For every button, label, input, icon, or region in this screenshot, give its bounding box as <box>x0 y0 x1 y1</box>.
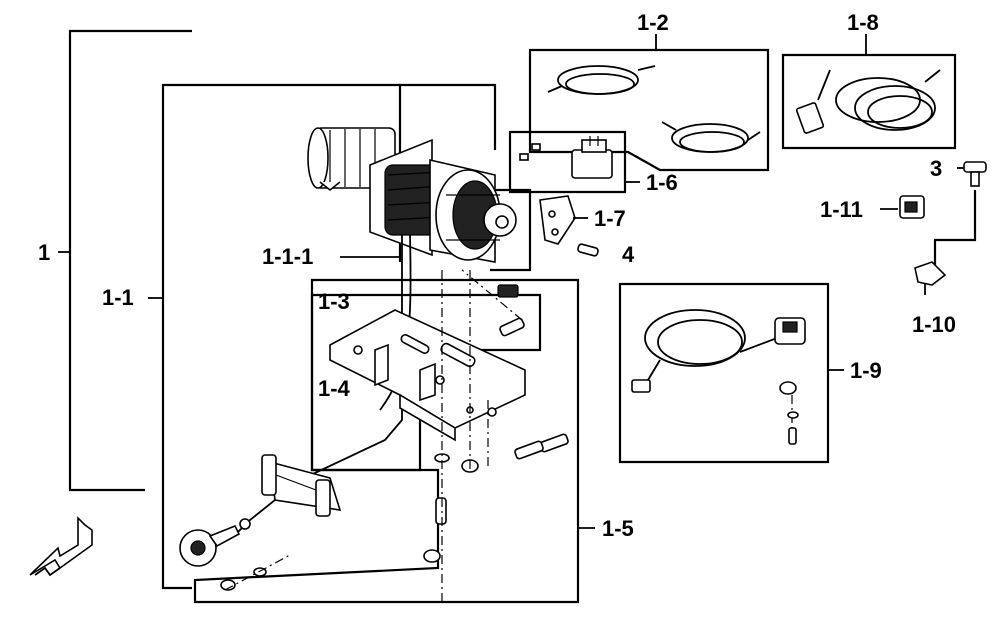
label-1-7: 1-7 <box>594 206 626 231</box>
cable-set-1-2 <box>547 65 761 153</box>
winch-hook <box>179 518 251 567</box>
part-labels: 1 1-1 1-1-1 1-2 1-3 1-4 1-5 1-6 1-7 1-8 … <box>38 10 956 541</box>
label-1-2: 1-2 <box>637 10 669 35</box>
label-1-4: 1-4 <box>318 376 351 401</box>
label-1-3: 1-3 <box>318 289 350 314</box>
label-1-6: 1-6 <box>646 170 678 195</box>
screw-3 <box>963 161 987 187</box>
label-3: 3 <box>930 156 942 181</box>
frame-1-6 <box>508 130 640 194</box>
roller-fairlead <box>261 454 342 517</box>
bracket-1-7 <box>539 195 588 245</box>
frame-1-9 <box>618 282 844 464</box>
harness-1-8 <box>795 69 941 134</box>
winch-gear-housing <box>435 169 517 261</box>
label-1-8: 1-8 <box>847 10 879 35</box>
switch-harness-1-9 <box>631 309 806 445</box>
label-1-1-1: 1-1-1 <box>262 244 313 269</box>
frame-1-2 <box>528 34 770 172</box>
assembly-1-bracket <box>58 29 192 492</box>
frame-1-10-1-11 <box>880 167 977 295</box>
front-direction-arrow-icon <box>29 516 93 577</box>
label-1-9: 1-9 <box>850 358 882 383</box>
label-1: 1 <box>38 240 50 265</box>
label-4: 4 <box>622 242 635 267</box>
relay-1-6 <box>571 136 613 179</box>
label-1-5: 1-5 <box>602 516 634 541</box>
connector-1-11 <box>899 195 925 219</box>
frame-1-8 <box>781 34 957 150</box>
label-1-1: 1-1 <box>102 285 134 310</box>
bracket-1-10 <box>914 261 947 286</box>
plate-bracket-1-4 <box>374 343 436 402</box>
label-1-10: 1-10 <box>912 312 956 337</box>
label-1-11: 1-11 <box>820 197 863 222</box>
winch-motor <box>307 127 396 192</box>
